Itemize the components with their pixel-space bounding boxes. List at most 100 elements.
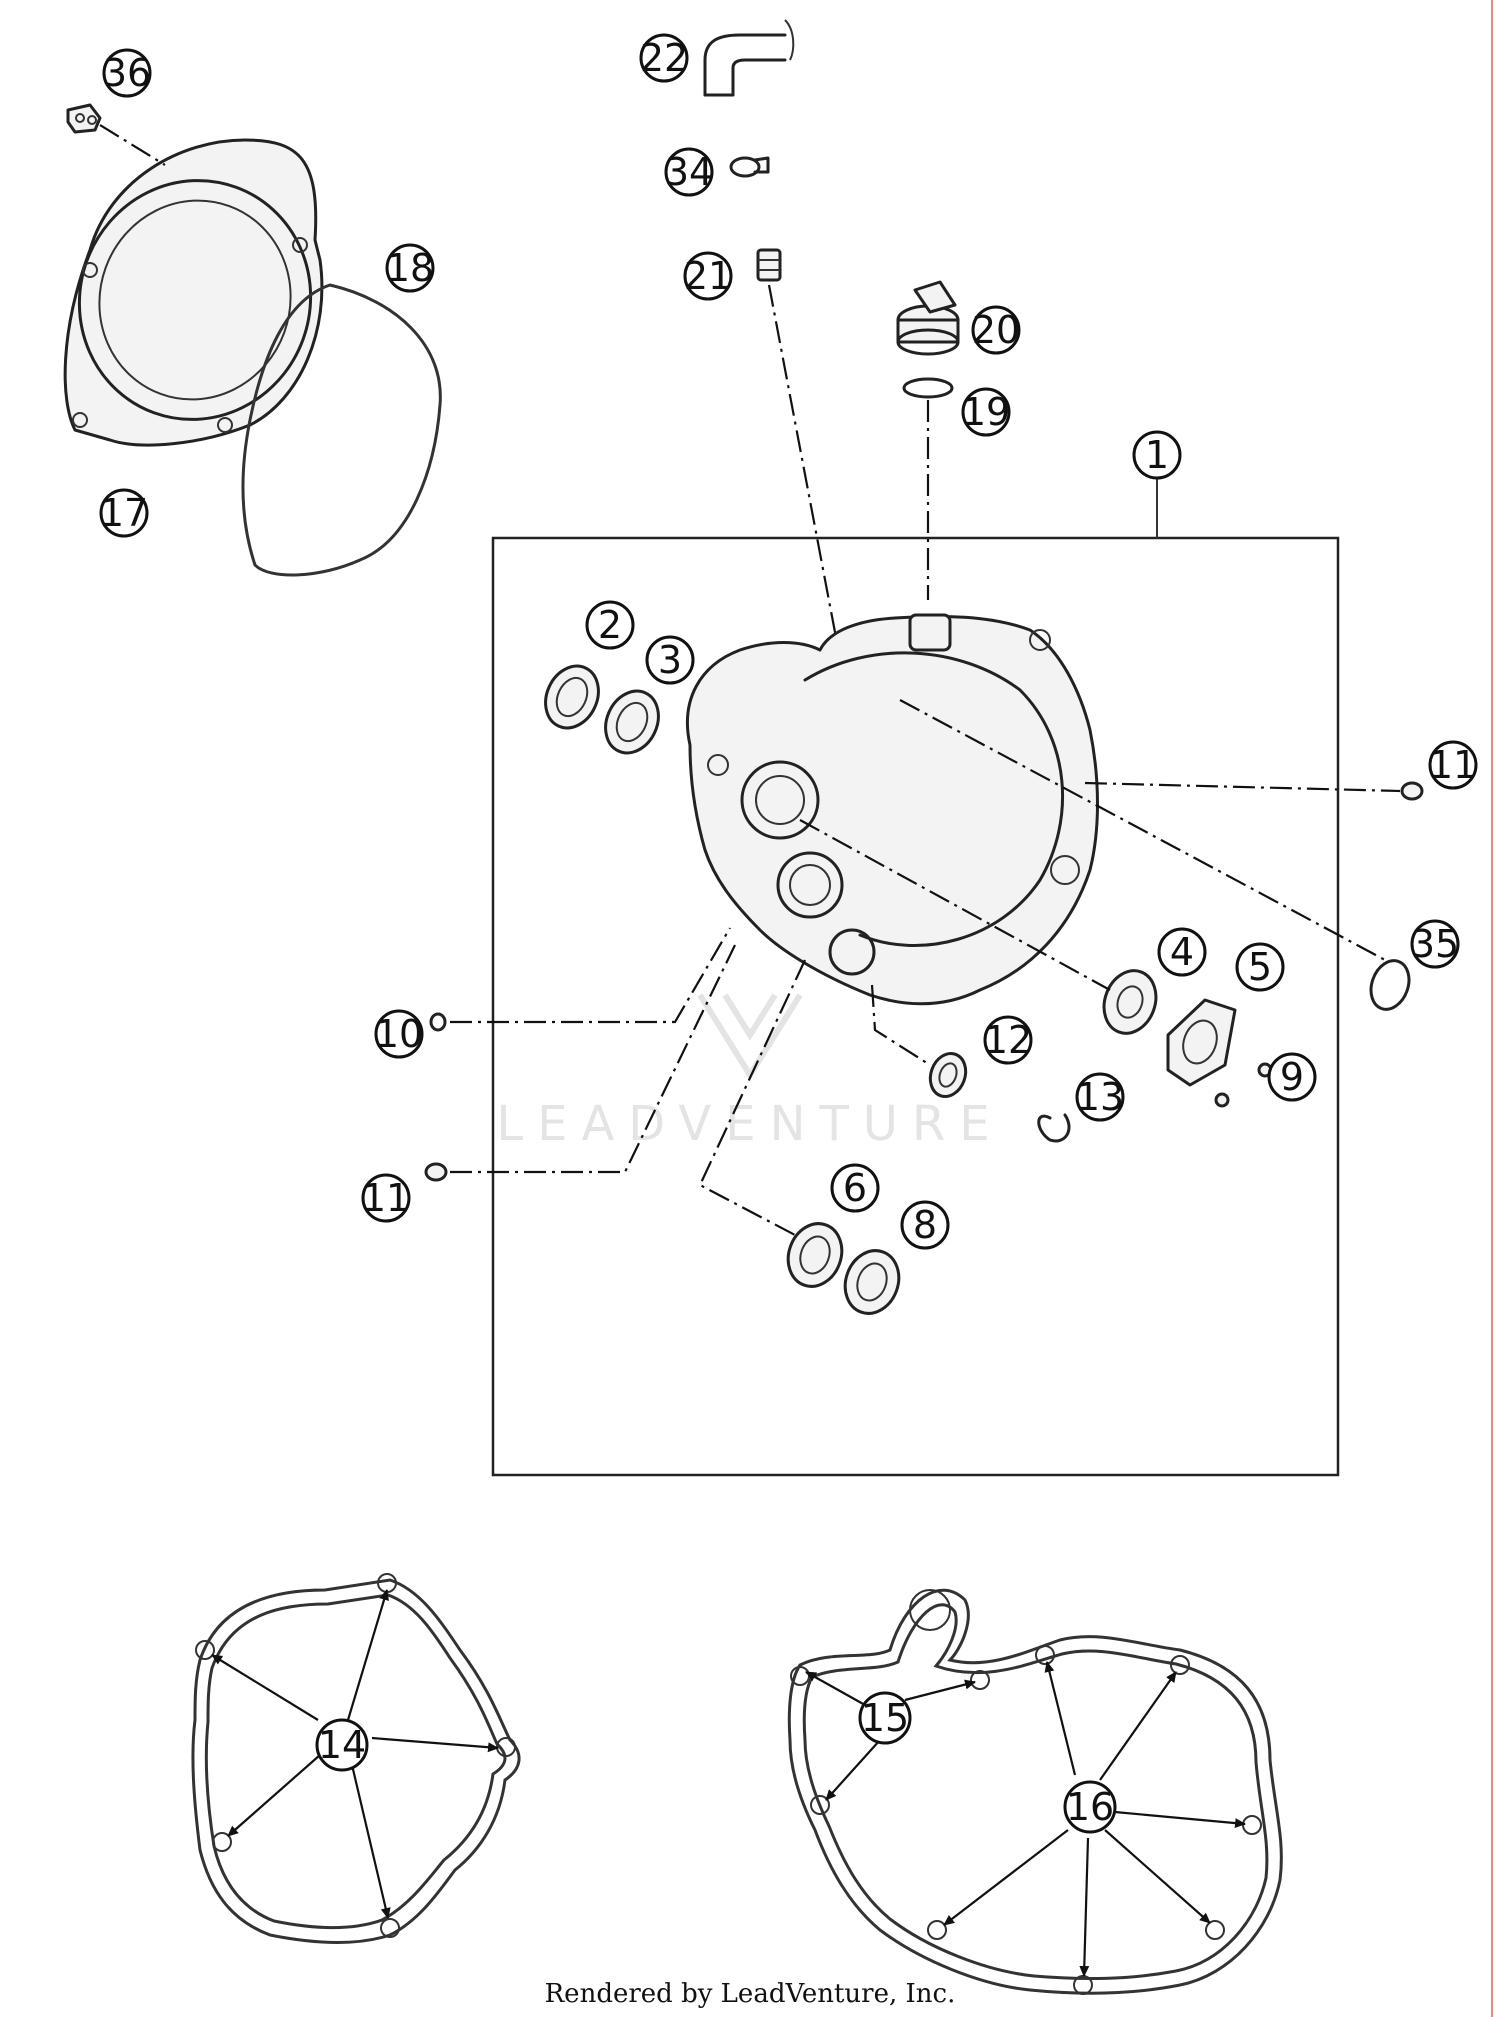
- filler-oring: [902, 377, 954, 399]
- svg-text:15: 15: [861, 1696, 909, 1740]
- callout-22: 22: [639, 33, 689, 83]
- footer-credit: Rendered by LeadVenture, Inc.: [545, 1979, 956, 2009]
- callout-4: 4: [1157, 927, 1207, 977]
- assembly-frame: [491, 536, 1340, 1477]
- shaft-seal-2: [544, 664, 600, 730]
- svg-text:1: 1: [1145, 433, 1169, 477]
- clutch-cover-casting: [685, 613, 1099, 1006]
- leader-36: [99, 124, 166, 166]
- svg-text:13: 13: [1076, 1075, 1124, 1119]
- svg-text:20: 20: [972, 308, 1020, 352]
- arrow-16-d: [943, 1829, 1069, 1926]
- callout-36: 36: [102, 48, 152, 98]
- svg-text:21: 21: [684, 254, 732, 298]
- arrow-16-b: [1099, 1671, 1177, 1781]
- arrow-14-b: [211, 1654, 319, 1721]
- svg-text:11: 11: [362, 1176, 410, 1220]
- callout-6: 6: [830, 1163, 880, 1213]
- arrow-16-a: [1044, 1661, 1077, 1776]
- callout-12: 12: [983, 1015, 1033, 1065]
- circlip-13: [1037, 1113, 1071, 1143]
- outer-clutch-cover: [63, 138, 324, 447]
- callout-11-lower: 11: [361, 1173, 411, 1223]
- callout-19: 19: [961, 387, 1011, 437]
- callout-17: 17: [99, 488, 149, 538]
- shaft-seal-3: [604, 689, 660, 755]
- hose-clamp: [729, 156, 770, 178]
- svg-text:16: 16: [1066, 1785, 1114, 1829]
- arrow-14-d: [227, 1754, 321, 1837]
- callout-8: 8: [900, 1200, 950, 1250]
- callout-11-upper: 11: [1428, 740, 1478, 790]
- leader-6: [698, 959, 806, 1236]
- leader-21: [767, 284, 840, 649]
- callout-13: 13: [1075, 1072, 1125, 1122]
- arrow-14-c: [371, 1736, 499, 1753]
- arrow-15-c: [825, 1739, 881, 1801]
- inner-cover-gasket: [787, 1588, 1283, 1995]
- leader-10: [450, 927, 731, 1024]
- leader-12: [870, 984, 931, 1066]
- callout-14: 14: [315, 1718, 369, 1772]
- leader-35: [899, 699, 1386, 961]
- small-oring-10: [429, 1012, 447, 1032]
- arrow-14-e: [350, 1764, 391, 1919]
- oring-35: [1369, 959, 1411, 1011]
- svg-text:12: 12: [984, 1018, 1032, 1062]
- leader-11-lower: [450, 944, 736, 1174]
- leader-11-upper: [1084, 781, 1401, 793]
- svg-text:36: 36: [103, 51, 151, 95]
- svg-text:11: 11: [1429, 743, 1477, 787]
- oil-filler-plug: [896, 280, 960, 356]
- svg-text:22: 22: [640, 36, 688, 80]
- bearing-cover-plate: [1166, 998, 1237, 1087]
- seal-8: [843, 1249, 901, 1315]
- seal-6: [786, 1222, 844, 1288]
- svg-text:18: 18: [386, 246, 434, 290]
- callout-9: 9: [1267, 1052, 1317, 1102]
- arrow-16-e: [1079, 1837, 1090, 1977]
- svg-text:4: 4: [1170, 930, 1194, 974]
- svg-text:6: 6: [843, 1166, 867, 1210]
- watermark: LEADVENTURE: [496, 993, 1003, 1152]
- callout-5: 5: [1235, 942, 1285, 992]
- svg-text:10: 10: [375, 1012, 423, 1056]
- arrow-16-f: [1104, 1829, 1211, 1924]
- svg-text:3: 3: [658, 638, 682, 682]
- svg-text:5: 5: [1248, 945, 1272, 989]
- callout-10: 10: [374, 1009, 424, 1059]
- bushing-12: [928, 1052, 968, 1098]
- arrow-16-c: [1114, 1810, 1246, 1829]
- bracket-part: [66, 103, 102, 134]
- callout-35: 35: [1410, 919, 1460, 969]
- callout-1: 1: [1132, 430, 1182, 480]
- screw-9b: [1214, 1092, 1230, 1108]
- svg-text:34: 34: [665, 150, 713, 194]
- callout-15: 15: [858, 1691, 912, 1745]
- dowel-pin-upper: [1400, 781, 1424, 801]
- ball-bearing: [1102, 969, 1158, 1035]
- cover-gasket: [241, 283, 442, 577]
- leader-4: [799, 819, 1111, 991]
- svg-text:19: 19: [962, 390, 1010, 434]
- watermark-text: LEADVENTURE: [496, 1096, 1003, 1152]
- callout-16: 16: [1063, 1780, 1117, 1834]
- outer-cover-gasket: [191, 1573, 521, 1944]
- svg-text:2: 2: [598, 603, 622, 647]
- vent-nipple: [756, 248, 782, 282]
- svg-text:9: 9: [1280, 1055, 1304, 1099]
- dowel-pin-lower: [424, 1162, 448, 1182]
- arrow-15-b: [904, 1679, 976, 1702]
- svg-text:17: 17: [100, 491, 148, 535]
- callout-3: 3: [645, 635, 695, 685]
- svg-text:8: 8: [913, 1203, 937, 1247]
- vent-hose: [703, 19, 795, 97]
- svg-text:35: 35: [1411, 922, 1459, 966]
- arrow-15-a: [805, 1671, 866, 1706]
- callout-21: 21: [683, 251, 733, 301]
- callout-34: 34: [664, 147, 714, 197]
- callout-18: 18: [385, 243, 435, 293]
- callout-20: 20: [971, 305, 1021, 355]
- svg-text:14: 14: [318, 1723, 366, 1767]
